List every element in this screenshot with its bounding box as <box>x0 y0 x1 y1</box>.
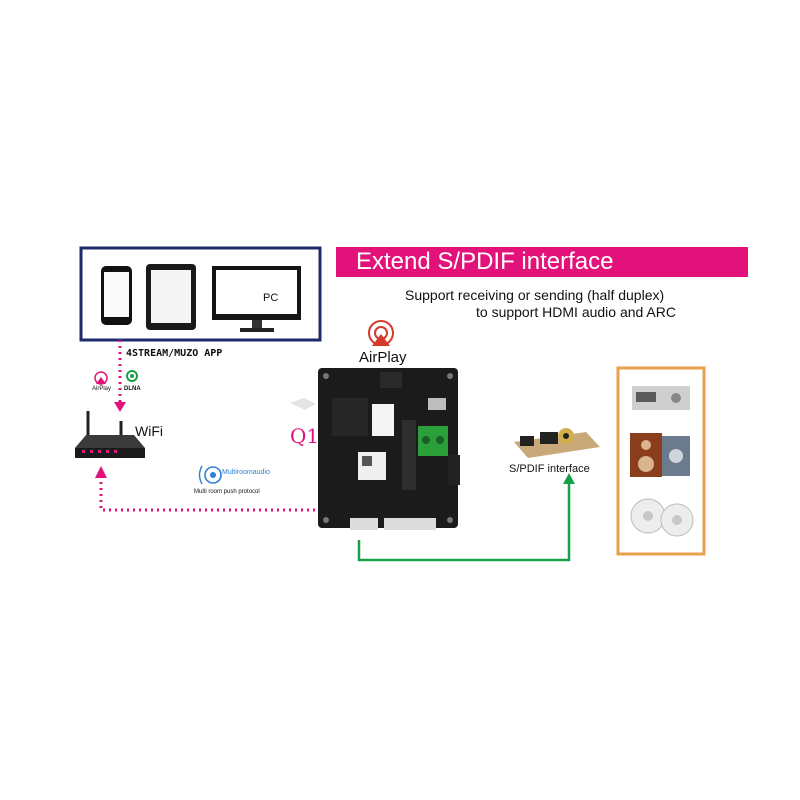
tablet-icon <box>146 264 196 330</box>
banner-bar <box>336 247 748 277</box>
q1-board <box>290 368 460 530</box>
banner-line-1: Support receiving or sending (half duple… <box>405 287 665 303</box>
router-icon <box>75 411 145 458</box>
app-label: 4STREAM/MUZO APP <box>126 348 223 359</box>
pc-label: PC <box>263 292 279 304</box>
phone-icon <box>101 266 132 325</box>
speakers-icon <box>630 433 690 477</box>
dlna-label: DLNA <box>124 386 141 392</box>
arrow-up-icon <box>95 466 107 478</box>
banner-title: Extend S/PDIF interface <box>356 248 614 275</box>
multiroom-logo-text: Multiroomaudio <box>222 469 270 476</box>
arrow-down-icon <box>114 402 126 412</box>
monitor-icon <box>212 266 301 332</box>
ceiling-speakers-icon <box>630 498 694 537</box>
airplay-small-icon <box>94 371 108 385</box>
wifi-label: WiFi <box>135 423 163 439</box>
airplay-small-label: AirPlay <box>92 386 112 392</box>
multiroom-wave-icon <box>198 465 222 485</box>
board-to-spdif-line <box>357 480 571 562</box>
amplifier-icon <box>632 386 690 410</box>
arrow-up-green-icon <box>563 473 575 484</box>
devices-frame <box>79 246 322 342</box>
spdif-board <box>514 428 600 458</box>
spdif-label: S/PDIF interface <box>509 463 590 475</box>
airplay-large-icon <box>368 320 394 346</box>
banner-line-2: to support HDMI audio and ARC <box>476 304 676 320</box>
dlna-icon <box>126 370 138 382</box>
board-airplay-label: AirPlay <box>359 349 407 366</box>
audio-gear-frame <box>616 366 706 556</box>
multiroom-caption: Multi room push protocol <box>194 489 260 495</box>
board-model: Q1 <box>290 424 320 448</box>
